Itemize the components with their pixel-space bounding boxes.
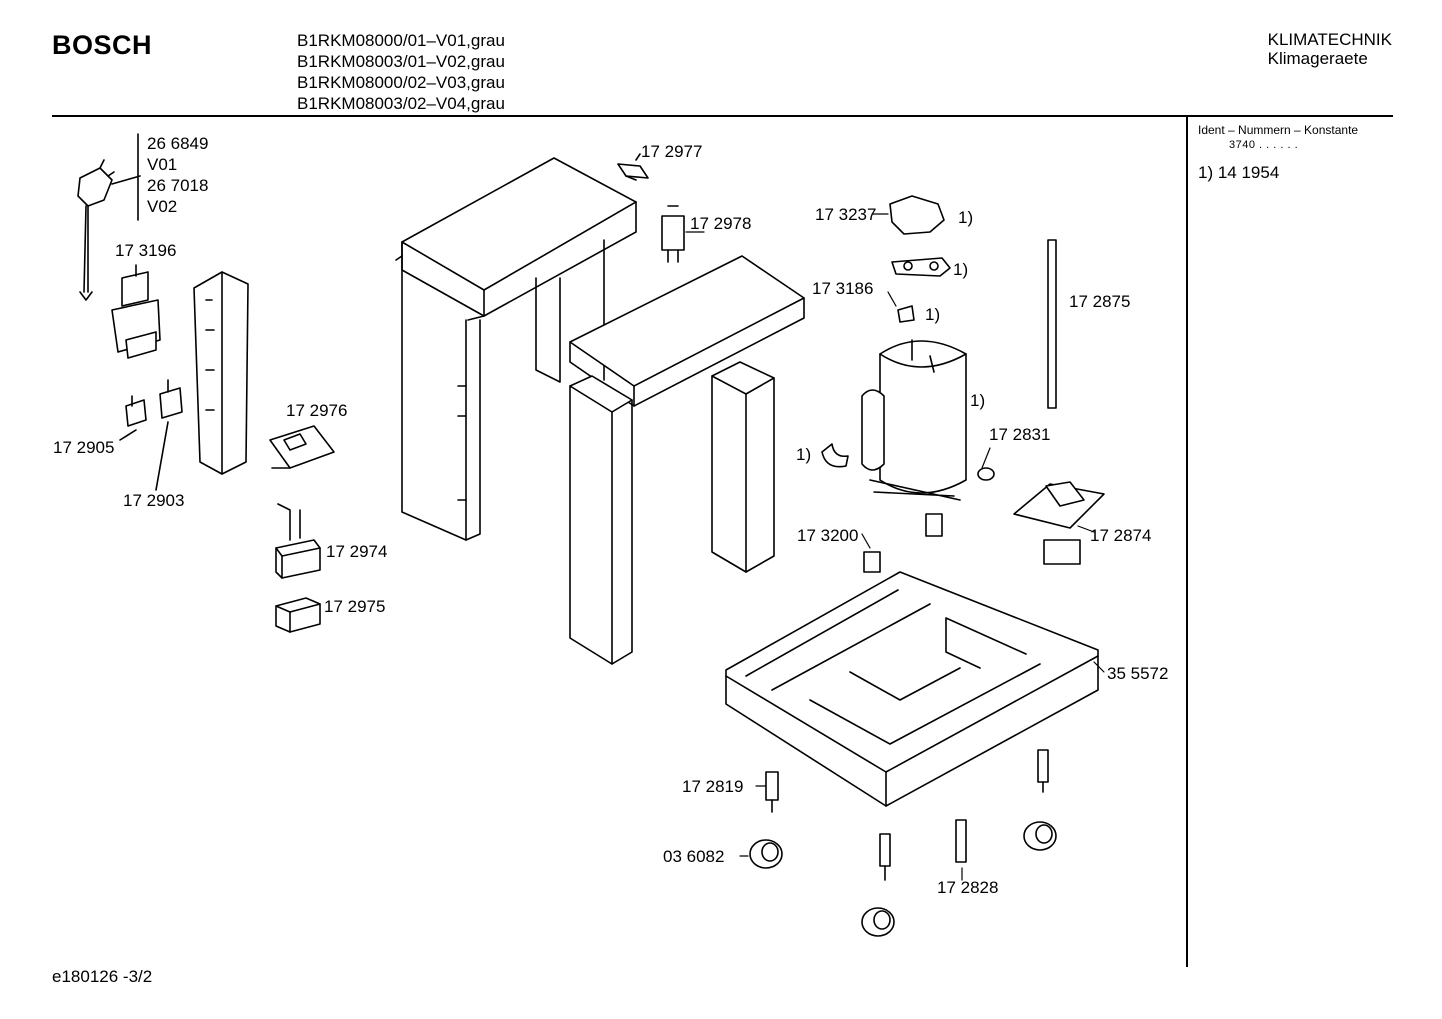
sidebar-divider [1186, 117, 1188, 967]
model-line: B1RKM08003/01–V02,grau [297, 52, 505, 71]
right-insulation-part [711, 361, 775, 573]
sidebar-title: Ident – Nummern – Konstante [1198, 123, 1359, 137]
left-insulation-part [569, 375, 633, 665]
category-title: KLIMATECHNIK [1267, 30, 1392, 49]
grommet-part [977, 467, 995, 481]
callout-label: 17 2975 [324, 597, 386, 616]
footnote-marker: 1) [958, 208, 974, 227]
callout-label: 17 2819 [682, 777, 744, 796]
footnote-marker: 1) [796, 445, 812, 464]
damper-part [863, 513, 943, 573]
terminal-part [897, 305, 915, 323]
category-subtitle: Klimageraete [1267, 49, 1368, 68]
footnote-marker: 1) [970, 391, 986, 410]
callout-label: 17 2828 [937, 878, 999, 897]
castor-part [1023, 821, 1057, 851]
screw-part [955, 819, 967, 863]
capacitor-cover-part [275, 597, 321, 633]
screw-part [765, 771, 779, 813]
power-plug-part [77, 133, 141, 301]
model-line: B1RKM08000/01–V01,grau [297, 31, 505, 50]
control-bracket-part [193, 271, 249, 475]
sensor-plate-part [269, 425, 335, 469]
gasket-part [891, 257, 951, 277]
relay-part [617, 153, 649, 181]
sidebar-constant: 3740 . . . . . . [1229, 139, 1299, 151]
pipe-part [1047, 239, 1057, 409]
callout-label: 17 3186 [812, 279, 874, 298]
screw-part [879, 833, 891, 881]
leader-lines [685, 213, 1105, 881]
document-code: e180126 -3/2 [52, 967, 153, 986]
clamp-part [821, 443, 849, 468]
terminal-block-part [111, 264, 161, 359]
callout-label: 17 2978 [690, 214, 752, 233]
microswitch-part [119, 379, 183, 491]
callout-label: 17 2903 [123, 491, 185, 510]
compressor-part [861, 339, 967, 501]
compressor-cover-part [889, 195, 945, 235]
capacitor-part [275, 503, 321, 579]
castor-part [749, 839, 783, 869]
footnote-marker: 1) [925, 305, 941, 324]
callout-label: 03 6082 [663, 847, 725, 866]
header-rule [52, 115, 1393, 117]
callout-label: 17 2977 [641, 142, 703, 161]
callout-label: 17 3237 [815, 205, 877, 224]
pump-part [1013, 481, 1105, 565]
base-tray-part [725, 571, 1099, 807]
callout-label: 17 2974 [326, 542, 388, 561]
footnote-marker: 1) [953, 260, 969, 279]
callout-label: 17 2874 [1090, 526, 1152, 545]
start-capacitor-part [661, 205, 685, 263]
castor-part [861, 907, 895, 937]
brand-logo: BOSCH [52, 30, 153, 60]
sidebar-note: 1) 14 1954 [1198, 163, 1280, 182]
model-list: B1RKM08000/01–V01,grau B1RKM08003/01–V02… [297, 30, 505, 114]
callout-label: V01 [147, 155, 178, 174]
callout-label: 17 2875 [1069, 292, 1131, 311]
screw-part [1037, 749, 1049, 793]
category-block: KLIMATECHNIK Klimageraete [1268, 30, 1392, 68]
callout-label: 17 3196 [115, 241, 177, 260]
callout-label: 17 2905 [53, 438, 115, 457]
callout-label: 26 7018 [147, 176, 209, 195]
callout-label: V02 [147, 197, 178, 216]
callout-label: 26 6849 [147, 134, 209, 153]
model-line: B1RKM08000/02–V03,grau [297, 73, 505, 92]
callout-label: 17 2976 [286, 401, 348, 420]
callout-label: 35 5572 [1107, 664, 1169, 683]
callout-label: 17 2831 [989, 425, 1051, 444]
callout-label: 17 3200 [797, 526, 859, 545]
model-line: B1RKM08003/02–V04,grau [297, 94, 505, 113]
